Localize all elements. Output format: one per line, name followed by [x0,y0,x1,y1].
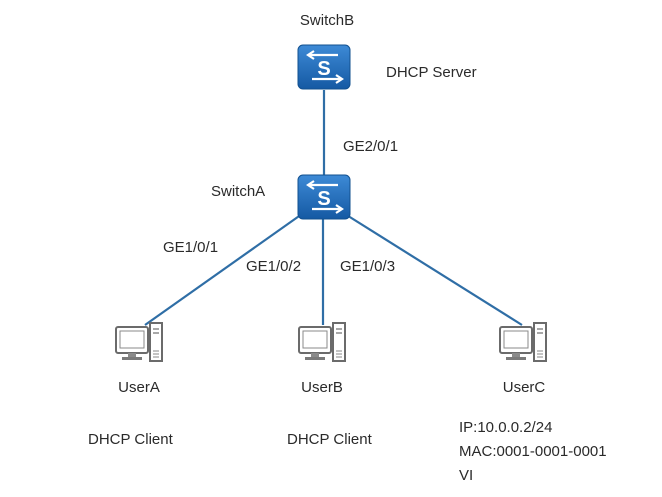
links [144,90,523,326]
switch-b-name: SwitchB [300,12,354,29]
user-c-name: UserC [503,379,546,396]
port-label-ge1-0-3: GE1/0/3 [340,258,395,275]
switch-b-role: DHCP Server [386,64,477,81]
user-a-name: UserA [118,379,160,396]
user-c: UserC IP:10.0.0.2/24 MAC:0001-0001-0001 … [459,322,607,484]
link-switcha-usera [144,213,303,326]
user-a: UserA DHCP Client [88,322,174,448]
user-b-role: DHCP Client [287,431,373,448]
switch-a-name: SwitchA [211,183,265,200]
switch-icon: S [297,44,351,90]
switch-b: SwitchB S DHCP Server [297,12,477,90]
port-label-ge1-0-2: GE1/0/2 [246,258,301,275]
switch-icon: S [297,174,351,220]
user-c-truncated-line: VI [459,467,473,484]
pc-icon [499,322,547,362]
port-label-ge1-0-1: GE1/0/1 [163,239,218,256]
user-b: UserB DHCP Client [287,322,373,448]
svg-text:S: S [317,188,330,210]
user-b-name: UserB [301,379,343,396]
switch-a: SwitchA S [211,174,351,220]
user-a-role: DHCP Client [88,431,174,448]
user-c-mac: MAC:0001-0001-0001 [459,443,607,460]
pc-icon [298,322,346,362]
port-label-ge2-0-1: GE2/0/1 [343,138,398,155]
link-switcha-userc [344,213,523,326]
pc-icon [115,322,163,362]
user-c-ip: IP:10.0.0.2/24 [459,419,552,436]
svg-text:S: S [317,58,330,80]
